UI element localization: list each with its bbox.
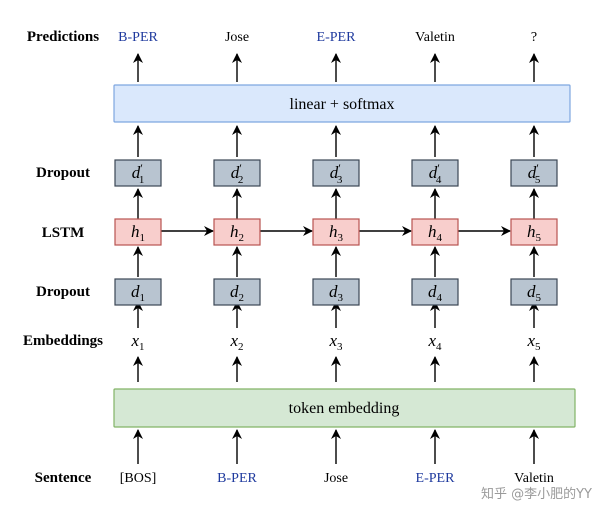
dropout-bottom-label-3: d3: [329, 282, 344, 304]
arrow-layer: [133, 53, 539, 464]
sentence-token-4: E-PER: [416, 471, 456, 486]
lstm-cell-1: h1: [114, 218, 162, 246]
embedding-x-4: x4: [427, 331, 442, 353]
dropout-top-box-5: [510, 159, 558, 187]
dropout-top-box-1: [114, 159, 162, 187]
prediction-token-5: ?: [531, 30, 537, 45]
dropout-bottom-label-1: d1: [131, 282, 145, 304]
predictions-row: B-PER Jose E-PER Valetin?: [118, 30, 537, 45]
dropout-bottom-box-1: [114, 278, 162, 306]
embeddings-row: x1 x2 x3 x4 x5: [130, 331, 541, 353]
embedding-x-1: x1: [130, 331, 144, 353]
dropout-bottom-box-4: [411, 278, 459, 306]
embedding-x-5: x5: [526, 331, 541, 353]
dropout-top-label-3: d′3: [330, 161, 343, 186]
linear-softmax-box: [113, 84, 571, 123]
sentence-token-1: [BOS]: [120, 471, 157, 486]
dropout-top-cell-2: d′2: [213, 159, 261, 187]
embedding-x-3: x3: [328, 331, 343, 353]
dropout-bottom-box-5: [510, 278, 558, 306]
dropout-top-cell-3: d′3: [312, 159, 360, 187]
prediction-token-1: B-PER: [118, 30, 158, 45]
prediction-token-4: Valetin: [415, 30, 455, 45]
dropout-top-label-2: d′2: [231, 161, 244, 186]
dropout-top-box-3: [312, 159, 360, 187]
sentence-token-2: B-PER: [217, 471, 257, 486]
dropout-bottom-label-4: d4: [428, 282, 443, 304]
lstm-cell-2: h2: [213, 218, 261, 246]
dropout-top-cell-5: d′5: [510, 159, 558, 187]
lstm-box-3: [312, 218, 360, 246]
lstm-label-4: h4: [428, 222, 443, 244]
lstm-label-1: h1: [131, 222, 145, 244]
dropout-bottom-row: d1 d2 d3 d4 d5: [114, 278, 558, 306]
linear-softmax-label: linear + softmax: [290, 96, 395, 113]
lstm-box-4: [411, 218, 459, 246]
token-embedding-label: token embedding: [289, 400, 400, 417]
row-label-dropout-top: Dropout: [36, 165, 90, 181]
lstm-box-2: [213, 218, 261, 246]
sentence-token-5: Valetin: [514, 471, 554, 486]
lstm-box-5: [510, 218, 558, 246]
lstm-label-3: h3: [329, 222, 344, 244]
dropout-top-cell-1: d′1: [114, 159, 162, 187]
dropout-bottom-box-2: [213, 278, 261, 306]
row-label-sentence: Sentence: [35, 470, 92, 486]
dropout-top-cell-4: d′4: [411, 159, 459, 187]
sentence-token-3: Jose: [324, 471, 348, 486]
prediction-token-3: E-PER: [317, 30, 357, 45]
dropout-bottom-cell-2: d2: [213, 278, 261, 306]
dropout-bottom-cell-1: d1: [114, 278, 162, 306]
lstm-cell-5: h5: [510, 218, 558, 246]
dropout-top-label-1: d′1: [132, 161, 145, 186]
dropout-top-box-2: [213, 159, 261, 187]
sentence-row: [BOS] B-PER Jose E-PER Valetin: [120, 471, 554, 486]
embedding-x-2: x2: [229, 331, 243, 353]
lstm-box-1: [114, 218, 162, 246]
dropout-bottom-cell-5: d5: [510, 278, 558, 306]
row-label-embeddings: Embeddings: [23, 333, 103, 349]
prediction-token-2: Jose: [225, 30, 249, 45]
dropout-bottom-label-2: d2: [230, 282, 244, 304]
lstm-row: h1 h2 h3 h4 h5: [114, 218, 558, 246]
dropout-bottom-box-3: [312, 278, 360, 306]
watermark: 知乎 @李小肥的YY: [481, 486, 592, 502]
dropout-top-label-5: d′5: [528, 161, 541, 186]
lstm-cell-3: h3: [312, 218, 360, 246]
row-label-lstm: LSTM: [42, 225, 85, 241]
dropout-top-label-4: d′4: [429, 161, 442, 186]
row-label-dropout-bottom: Dropout: [36, 284, 90, 300]
row-label-predictions: Predictions: [27, 29, 99, 45]
lstm-label-5: h5: [527, 222, 542, 244]
lstm-cell-4: h4: [411, 218, 459, 246]
dropout-top-box-4: [411, 159, 459, 187]
dropout-top-row: d′1 d′2 d′3 d′4 d′5: [114, 159, 558, 187]
dropout-bottom-cell-3: d3: [312, 278, 360, 306]
lstm-label-2: h2: [230, 222, 244, 244]
dropout-bottom-label-5: d5: [527, 282, 542, 304]
token-embedding-box: [113, 388, 576, 428]
dropout-bottom-cell-4: d4: [411, 278, 459, 306]
